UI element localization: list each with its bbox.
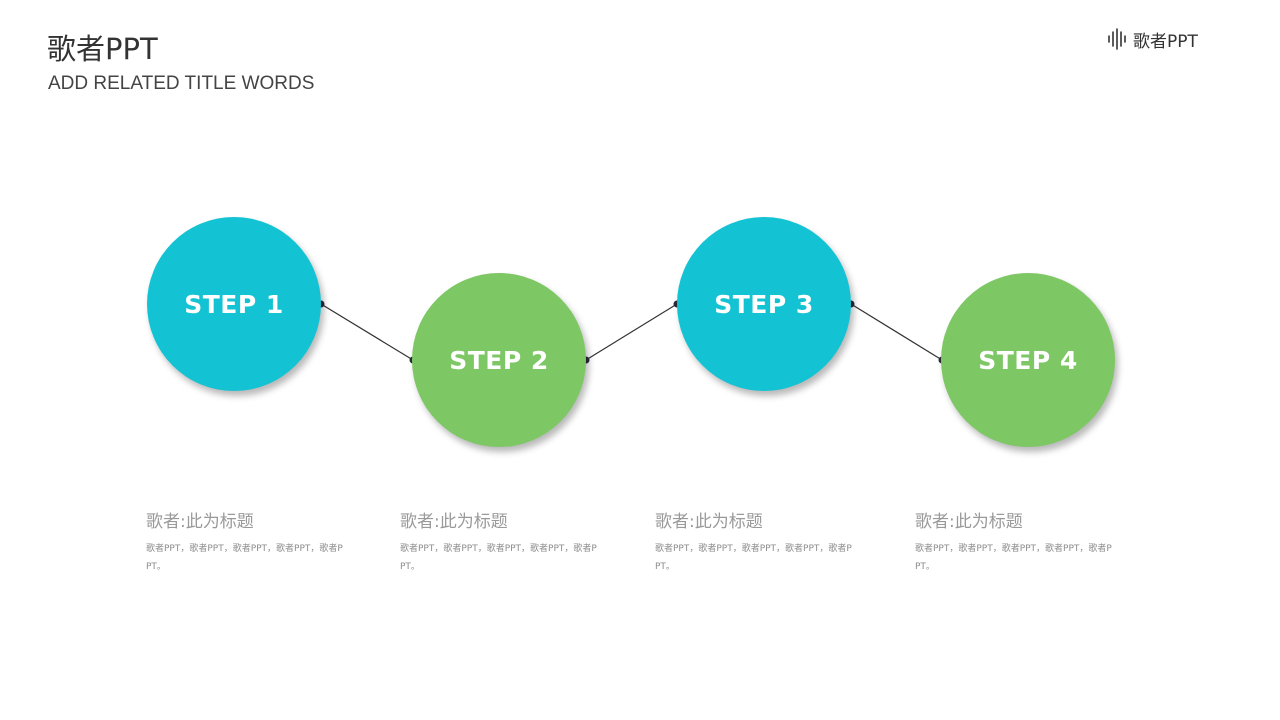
connector-line-2-3 xyxy=(585,303,678,361)
step-1-circle: STEP 1 xyxy=(147,217,321,391)
step-2-description: 歌者:此为标题 歌者PPT，歌者PPT，歌者PPT，歌者PPT，歌者PPT。 xyxy=(400,511,600,576)
page-title: 歌者PPT xyxy=(47,32,158,66)
page-subtitle: ADD RELATED TITLE WORDS xyxy=(48,73,315,94)
step-3-description-title: 歌者:此为标题 xyxy=(655,512,763,532)
step-4-circle: STEP 4 xyxy=(941,273,1115,447)
connector-line-1-2 xyxy=(320,303,414,361)
step-4-description: 歌者:此为标题 歌者PPT，歌者PPT，歌者PPT，歌者PPT，歌者PPT。 xyxy=(915,511,1115,576)
step-1-label: STEP 1 xyxy=(184,289,284,319)
step-4-description-title: 歌者:此为标题 xyxy=(915,512,1023,532)
step-1-description-title: 歌者:此为标题 xyxy=(146,512,254,532)
step-2-description-title: 歌者:此为标题 xyxy=(400,512,508,532)
step-1-description-body: 歌者PPT，歌者PPT，歌者PPT，歌者PPT，歌者PPT。 xyxy=(146,544,343,572)
step-2-label: STEP 2 xyxy=(449,345,549,375)
step-3-description: 歌者:此为标题 歌者PPT，歌者PPT，歌者PPT，歌者PPT，歌者PPT。 xyxy=(655,511,855,576)
step-1-description: 歌者:此为标题 歌者PPT，歌者PPT，歌者PPT，歌者PPT，歌者PPT。 xyxy=(146,511,346,576)
step-3-circle: STEP 3 xyxy=(677,217,851,391)
brand-logo: 歌者PPT xyxy=(1107,26,1198,52)
connector-line-3-4 xyxy=(850,303,943,361)
brand-text: 歌者PPT xyxy=(1133,31,1198,52)
step-4-label: STEP 4 xyxy=(978,345,1078,375)
step-2-description-body: 歌者PPT，歌者PPT，歌者PPT，歌者PPT，歌者PPT。 xyxy=(400,544,597,572)
step-4-description-body: 歌者PPT，歌者PPT，歌者PPT，歌者PPT，歌者PPT。 xyxy=(915,544,1112,572)
step-3-label: STEP 3 xyxy=(714,289,814,319)
step-2-circle: STEP 2 xyxy=(412,273,586,447)
microphone-wave-icon xyxy=(1107,27,1129,51)
step-3-description-body: 歌者PPT，歌者PPT，歌者PPT，歌者PPT，歌者PPT。 xyxy=(655,544,852,572)
